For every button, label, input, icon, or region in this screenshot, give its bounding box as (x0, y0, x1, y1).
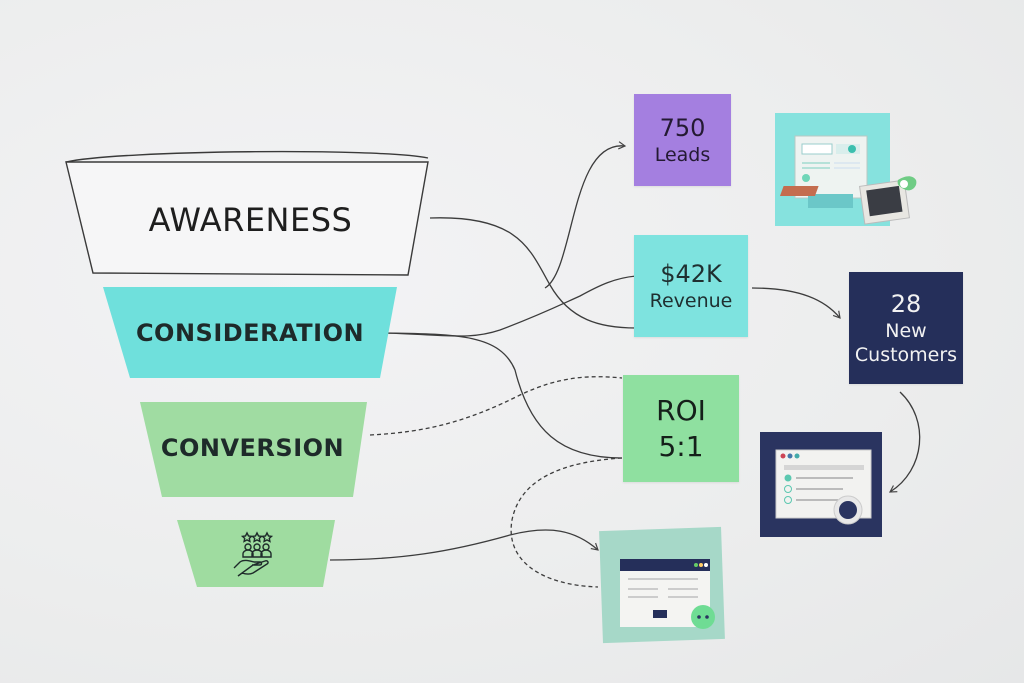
roi-value: 5:1 (658, 429, 704, 463)
metric-card-revenue: $42K Revenue (634, 235, 748, 337)
line-customers-checklist (888, 391, 921, 493)
metric-card-roi: ROI 5:1 (623, 375, 739, 482)
customers-label: New (885, 320, 927, 342)
metric-card-leads: 750 Leads (634, 94, 731, 186)
stage-label-conversion: CONVERSION (160, 434, 345, 462)
metric-card-customers: 28 New Customers (849, 272, 963, 384)
funnel-stage-loyalty (177, 520, 335, 587)
checklist-browser-illustration (760, 432, 882, 537)
customers-value: 28 (890, 290, 922, 318)
dashed-conversion-roi (369, 376, 623, 436)
chat-webpage-illustration (599, 526, 725, 644)
loyalty-hand-people-stars-icon (233, 531, 274, 577)
funnel-stage-awareness (65, 150, 429, 276)
funnel-stage-conversion (140, 402, 367, 497)
customers-label2: Customers (854, 344, 958, 366)
line-awareness-revenue (429, 217, 637, 329)
line-loyalty-chat (329, 529, 599, 561)
line-revenue-customers (751, 287, 841, 319)
stage-label-awareness: AWARENESS (148, 201, 353, 239)
dashed-roi-chat (510, 457, 623, 588)
line-consideration-roi (384, 332, 623, 459)
revenue-label: Revenue (649, 290, 733, 312)
funnel-stage-consideration (103, 287, 397, 378)
stage-label-consideration: CONSIDERATION (135, 319, 365, 347)
roi-label: ROI (656, 393, 706, 427)
documents-laptop-illustration (775, 113, 917, 226)
revenue-value: $42K (660, 260, 722, 288)
leads-value: 750 (659, 114, 706, 142)
line-consideration-leads (544, 141, 627, 289)
leads-label: Leads (654, 144, 711, 166)
